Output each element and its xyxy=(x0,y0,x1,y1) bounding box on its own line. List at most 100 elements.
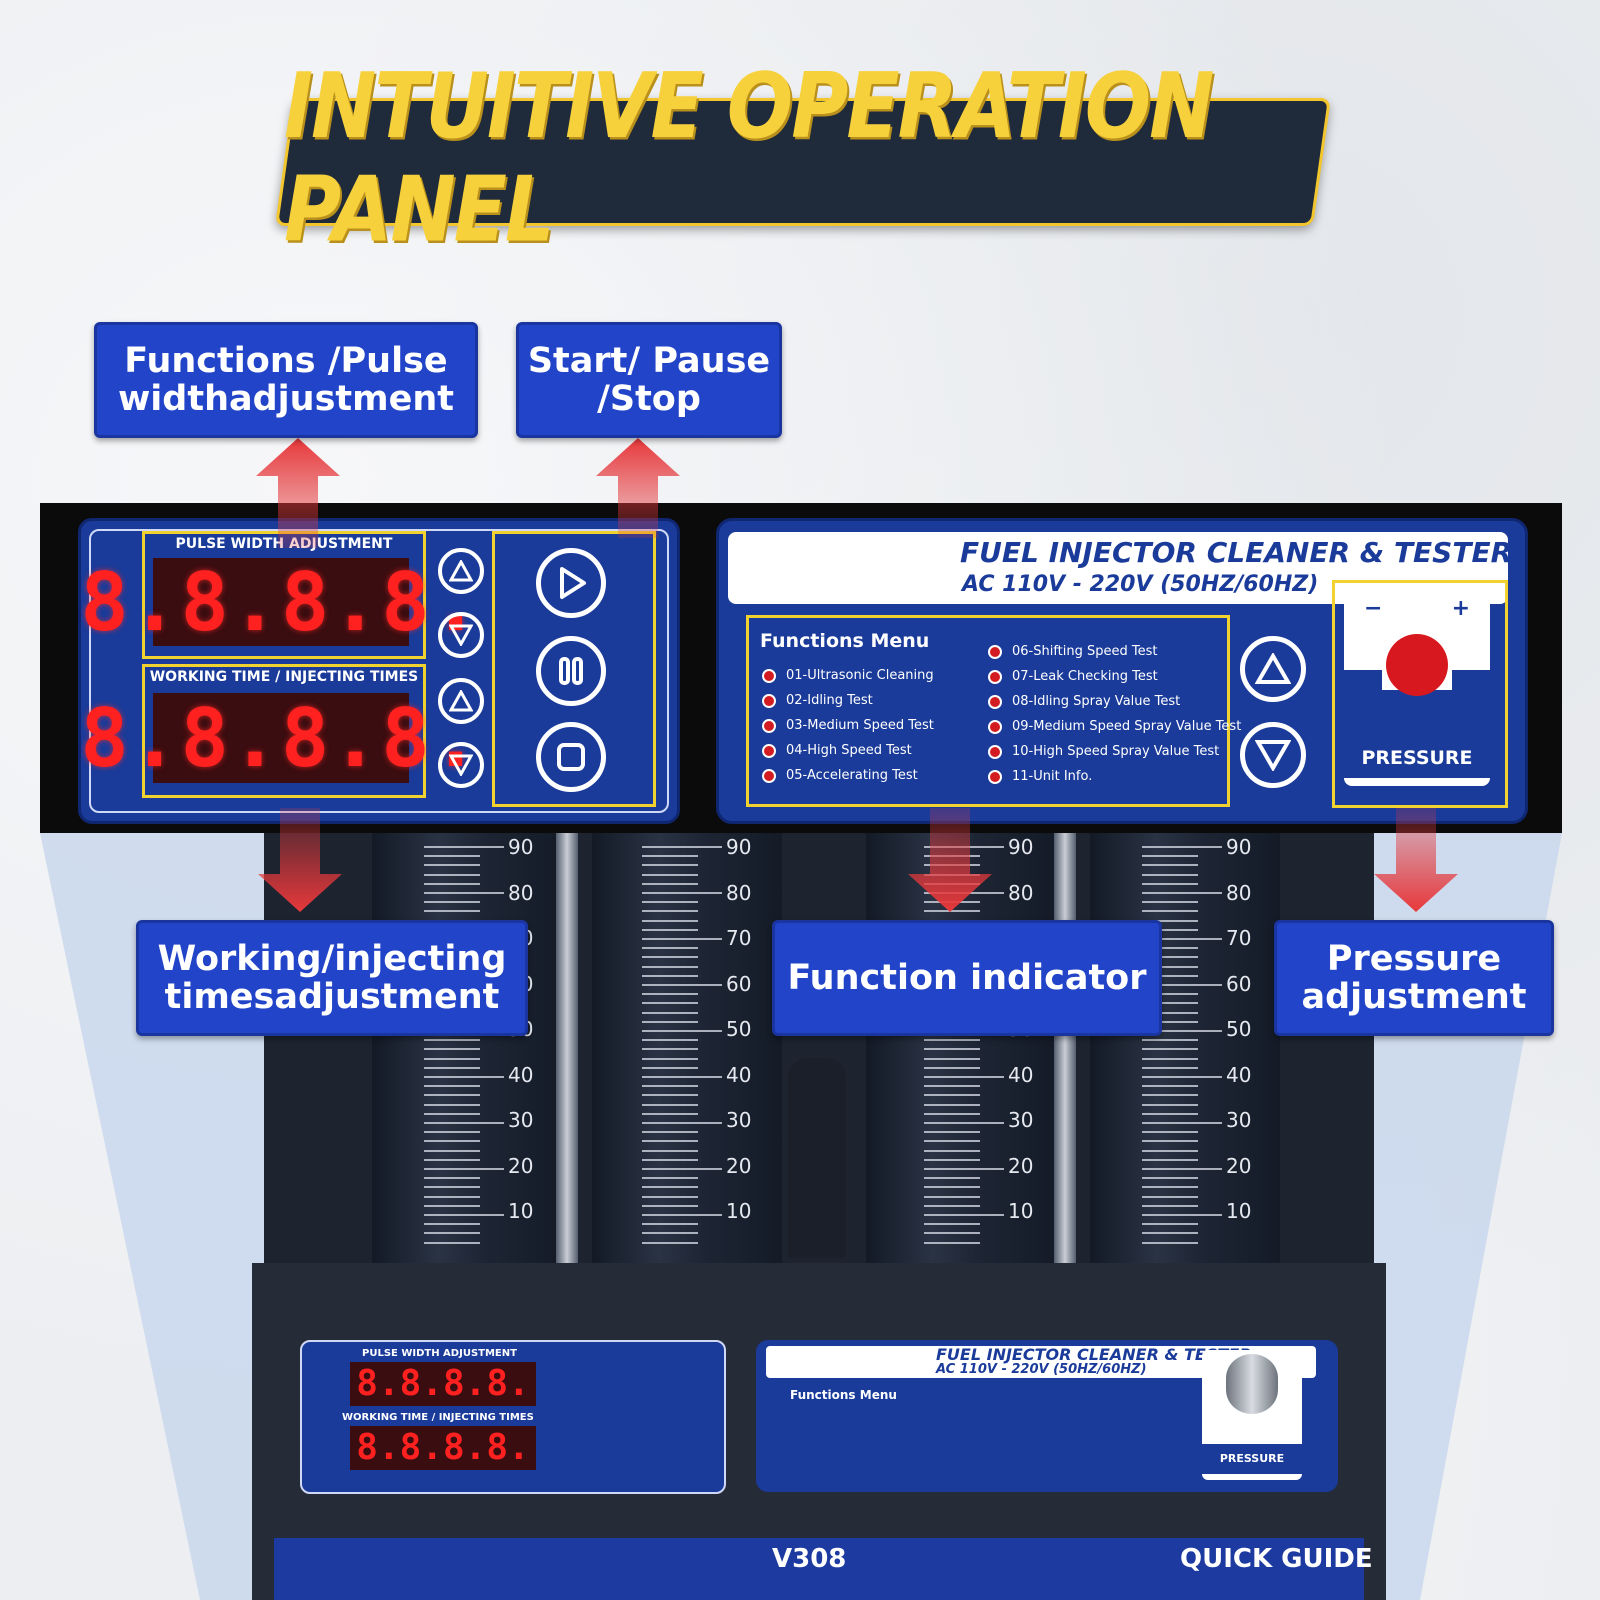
scale-tick xyxy=(424,1186,480,1189)
scale-tick xyxy=(924,1112,980,1115)
scale-tick xyxy=(642,1020,698,1023)
triangle-up-icon xyxy=(449,690,473,712)
scale-tick xyxy=(642,1149,698,1152)
scale-tick xyxy=(642,1223,698,1226)
quick-guide-title: QUICK GUIDE xyxy=(1180,1544,1373,1574)
scale-tick xyxy=(1142,1204,1198,1207)
stop-icon xyxy=(557,743,585,771)
scale-tick xyxy=(642,1122,722,1124)
scale-mark: 40 xyxy=(1008,1062,1034,1087)
scale-tick xyxy=(924,1094,980,1097)
scale-mark: 40 xyxy=(1226,1062,1252,1087)
scale-tick xyxy=(1142,1140,1198,1143)
stop-button[interactable] xyxy=(536,722,606,792)
scale-tick xyxy=(1142,873,1198,876)
function-led-icon xyxy=(988,744,1002,759)
scale-tick xyxy=(424,1131,480,1134)
function-item-label: 02-Idling Test xyxy=(786,693,873,708)
pause-button[interactable] xyxy=(536,636,606,706)
scale-tick xyxy=(642,864,698,867)
scale-tick xyxy=(642,984,722,986)
scale-tick xyxy=(424,855,480,858)
scale-tick xyxy=(1142,1030,1222,1032)
scale-tick xyxy=(424,873,480,876)
scale-tick xyxy=(1142,1103,1198,1106)
scale-mark: 30 xyxy=(508,1108,534,1132)
scale-tick xyxy=(1142,1112,1198,1115)
scale-mark: 10 xyxy=(508,1199,534,1223)
function-item-label: 03-Medium Speed Test xyxy=(786,718,934,733)
scale-tick xyxy=(1142,910,1198,913)
rod-left xyxy=(556,833,578,1263)
scale-tick xyxy=(424,1241,480,1244)
function-item-label: 06-Shifting Speed Test xyxy=(1012,644,1158,659)
function-item: 02-Idling Test xyxy=(762,693,873,708)
scale-tick xyxy=(424,1214,504,1216)
scale-tick xyxy=(642,846,722,848)
scale-tick xyxy=(642,1140,698,1143)
function-led-icon xyxy=(988,694,1002,709)
scale-tick xyxy=(424,892,504,894)
scale-tick xyxy=(642,1112,698,1115)
scale-tick xyxy=(1142,901,1198,904)
label-start-line2: /Stop xyxy=(597,379,701,419)
lower-pressure-panel: PRESSURE xyxy=(1202,1350,1302,1480)
scale-mark: 60 xyxy=(1226,971,1252,996)
function-item: 10-High Speed Spray Value Test xyxy=(988,744,1219,759)
pressure-frame xyxy=(1332,580,1508,808)
function-down-button[interactable] xyxy=(1240,722,1306,788)
model-name: V308 xyxy=(772,1544,847,1574)
function-item-label: 08-Idling Spray Value Test xyxy=(1012,694,1181,709)
function-up-button[interactable] xyxy=(1240,636,1306,702)
scale-tick xyxy=(642,910,698,913)
label-functions-line2: widthadjustment xyxy=(117,379,455,419)
start-button[interactable] xyxy=(536,548,606,618)
scale-tick xyxy=(924,1168,1004,1170)
pressure-knob[interactable] xyxy=(1226,1354,1278,1414)
scale-tick xyxy=(924,1048,980,1051)
scale-tick xyxy=(424,901,480,904)
function-led-icon xyxy=(762,768,776,783)
function-led-icon xyxy=(762,718,776,733)
scale-mark: 30 xyxy=(1226,1108,1252,1132)
function-item: 09-Medium Speed Spray Value Test xyxy=(988,719,1241,734)
start-pause-stop-frame xyxy=(492,531,656,807)
scale-tick xyxy=(424,864,480,867)
function-item-label: 01-Ultrasonic Cleaning xyxy=(786,668,934,683)
scale-mark: 90 xyxy=(1008,835,1034,859)
triangle-down-icon xyxy=(1255,740,1291,771)
scale-tick xyxy=(924,1076,1004,1078)
scale-tick xyxy=(642,1177,698,1180)
function-led-icon xyxy=(988,669,1002,684)
pulse-down-button[interactable] xyxy=(438,612,484,658)
pulse-up-button[interactable] xyxy=(438,548,484,594)
label-pressure-line1: Pressure xyxy=(1326,939,1502,979)
arrow-down-working xyxy=(258,808,342,912)
function-item-label: 07-Leak Checking Test xyxy=(1012,669,1158,684)
scale-tick xyxy=(642,1039,698,1042)
working-down-button[interactable] xyxy=(438,742,484,788)
pulse-display-frame: PULSE WIDTH ADJUSTMENT 8.8.8.8. xyxy=(80,531,480,659)
scale-tick xyxy=(642,1076,722,1078)
scale-tick xyxy=(642,1232,698,1235)
scale-tick xyxy=(924,1204,980,1207)
scale-tick xyxy=(1142,882,1198,885)
scale-tick xyxy=(424,1048,480,1051)
scale-tick xyxy=(642,928,698,931)
scale-tick xyxy=(1142,1020,1198,1023)
pressure-knob-red[interactable] xyxy=(1386,634,1448,696)
function-item: 03-Medium Speed Test xyxy=(762,718,934,733)
scale-tick xyxy=(642,1195,698,1198)
scale-tick xyxy=(642,974,698,977)
working-up-button[interactable] xyxy=(438,678,484,724)
scale-tick xyxy=(1142,938,1222,940)
scale-tick xyxy=(924,1149,980,1152)
function-led-icon xyxy=(762,668,776,683)
scale-tick xyxy=(642,892,722,894)
scale-tick xyxy=(1142,965,1198,968)
label-functions-line1: Functions /Pulse xyxy=(124,341,448,381)
scale-tick xyxy=(642,1048,698,1051)
scale-tick xyxy=(424,1158,480,1161)
scale-mark: 40 xyxy=(726,1062,752,1087)
